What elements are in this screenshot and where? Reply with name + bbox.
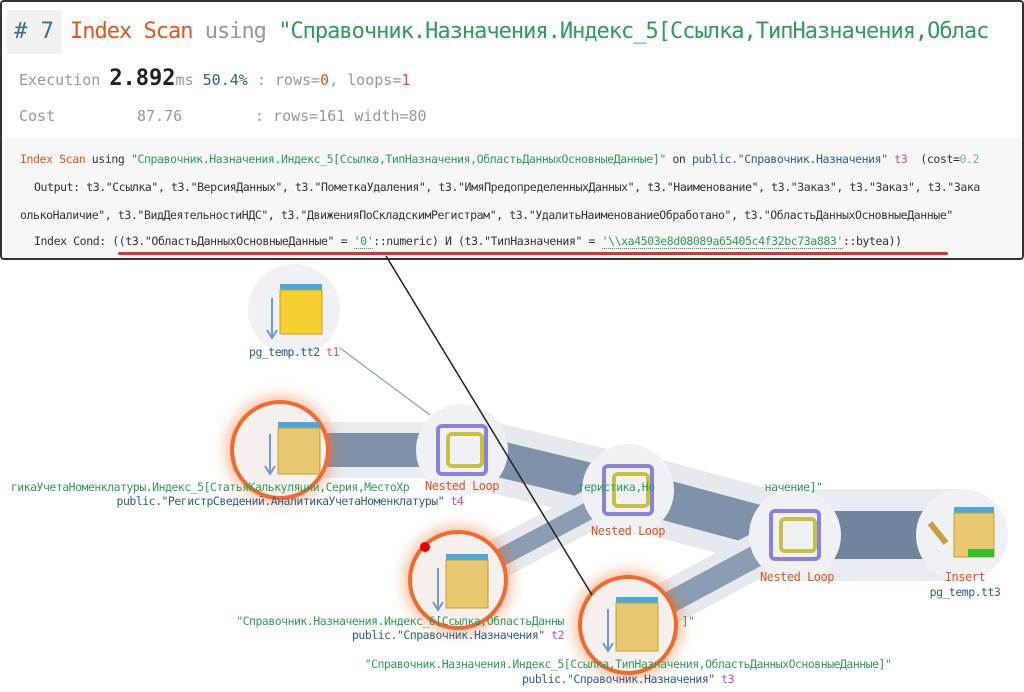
execution-row: Execution 2.892ms 50.4% : rows=0, loops=…: [19, 66, 410, 91]
node-insert[interactable]: [916, 489, 1008, 581]
nl1-label: Nested Loop: [425, 479, 499, 493]
t1-alias: t1: [326, 345, 339, 359]
index-scan-icon: [266, 284, 323, 340]
cond-a: Index Cond: ((t3."ОбластьДанныхОсновныеД…: [34, 234, 354, 248]
plan-schema: public.: [692, 152, 738, 166]
t3-alias: t3: [721, 672, 735, 686]
loops-value: 1: [401, 71, 411, 89]
cond-b: ::numeric) И (t3."ТипНазначения" =: [373, 234, 602, 248]
nested-loop-icon: [769, 509, 821, 561]
t3-table: public."Справочник.Назначения": [521, 672, 715, 686]
cost-value: 87.76: [137, 107, 183, 125]
hidden-node-label: теристика,Но начение]": [578, 480, 823, 494]
node-t2[interactable]: [412, 534, 504, 626]
t4-alias: t4: [450, 494, 464, 508]
cost-details: : rows=161 width=80: [255, 107, 427, 125]
t4-table-label: public."РегистрСведений.АналитикаУчетаНо…: [117, 494, 464, 508]
plan-index: "Справочник.Назначения.Индекс_5[Ссылка,Т…: [130, 152, 666, 166]
t3-index: "Справочник.Назначения.Индекс_5[Ссылка,Т…: [364, 657, 892, 671]
cost-label: Cost: [19, 107, 56, 125]
hidden-label-a: теристика,Но: [577, 480, 656, 494]
node-nested-loop-3[interactable]: [749, 489, 841, 581]
t2-index: "Справочник.Назначения.Индекс_6[Ссылка,О…: [236, 614, 564, 628]
cond-c: ::bytea)): [842, 234, 902, 248]
cost-row: Cost 87.76 : rows=161 width=80: [19, 107, 427, 125]
plan-cost-value: 0.2: [959, 152, 980, 166]
plan-op: Index Scan: [20, 152, 86, 166]
plan-text: Index Scan using "Справочник.Назначения.…: [6, 138, 1022, 258]
plan-alias: t3: [894, 152, 908, 166]
insert-label: Insert: [944, 570, 986, 584]
execution-time: 2.892: [109, 66, 176, 91]
execution-label: Execution: [19, 71, 101, 89]
plan-line-2: Output: t3."Ссылка", t3."ВерсияДанных", …: [34, 180, 980, 194]
t2-index-end: ]": [681, 614, 695, 628]
node-nested-loop-2[interactable]: [582, 444, 674, 536]
t2-table-label: public."Справочник.Назначения" t2: [351, 628, 565, 642]
index-scan-icon: [602, 597, 659, 653]
rows-label: : rows=: [256, 71, 321, 89]
t2-table: public."Справочник.Назначения": [351, 628, 545, 642]
node-details-popup: # 7 Index Scan using "Справочник.Назначе…: [0, 0, 1024, 260]
loops-label: , loops=: [329, 71, 402, 89]
t4-index: гикаУчетаНоменклатуры.Индекс_5[СтатьяКал…: [10, 480, 410, 494]
cond-value-1: '0': [353, 234, 374, 249]
node-number: # 7: [6, 10, 62, 54]
plan-on: on: [672, 152, 686, 166]
plan-cost: (cost=: [920, 152, 960, 166]
node-title: Index Scan using "Справочник.Назначения.…: [70, 10, 989, 54]
t1-label: pg_temp.tt2 t1: [249, 345, 339, 359]
insert-table: pg_temp.tt3: [929, 585, 1001, 599]
title-index: "Справочник.Назначения.Индекс_5[Ссылка,Т…: [278, 19, 989, 44]
warning-dot-icon: [420, 542, 430, 552]
plan-line-4: Index Cond: ((t3."ОбластьДанныхОсновныеД…: [34, 234, 902, 249]
index-scan-icon: [264, 422, 321, 476]
plan-line-1: Index Scan using "Справочник.Назначения.…: [20, 152, 980, 166]
title-op: Index Scan: [70, 19, 193, 44]
nl2-label: Nested Loop: [591, 524, 665, 538]
insert-icon: [927, 507, 995, 558]
rows-value: 0: [320, 71, 330, 89]
node-t3[interactable]: [582, 579, 674, 671]
t1-name: pg_temp.tt2: [249, 345, 320, 359]
plan-using: using: [91, 152, 125, 166]
plan-table: "Справочник.Назначения": [737, 152, 888, 166]
node-t4[interactable]: [234, 404, 326, 496]
hidden-label-b: начение]": [764, 480, 823, 494]
t2-alias: t2: [551, 628, 565, 642]
highlight-underline: [118, 252, 948, 255]
t4-table: public."РегистрСведений.АналитикаУчетаНо…: [116, 494, 445, 508]
t3-table-label: public."Справочник.Назначения" t3: [521, 672, 735, 686]
plan-line-3: олькоНаличие", t3."ВидДеятельностиНДС", …: [20, 208, 953, 222]
cond-value-2: '\\xa4503e8d08089a65405c4f32bc73a883': [601, 234, 843, 249]
node-t1[interactable]: [248, 264, 340, 356]
nl3-label: Nested Loop: [760, 570, 834, 584]
execution-percent: 50.4%: [202, 71, 248, 89]
nested-loop-icon: [602, 464, 654, 516]
title-using: using: [204, 19, 267, 44]
execution-unit: ms: [175, 71, 194, 89]
